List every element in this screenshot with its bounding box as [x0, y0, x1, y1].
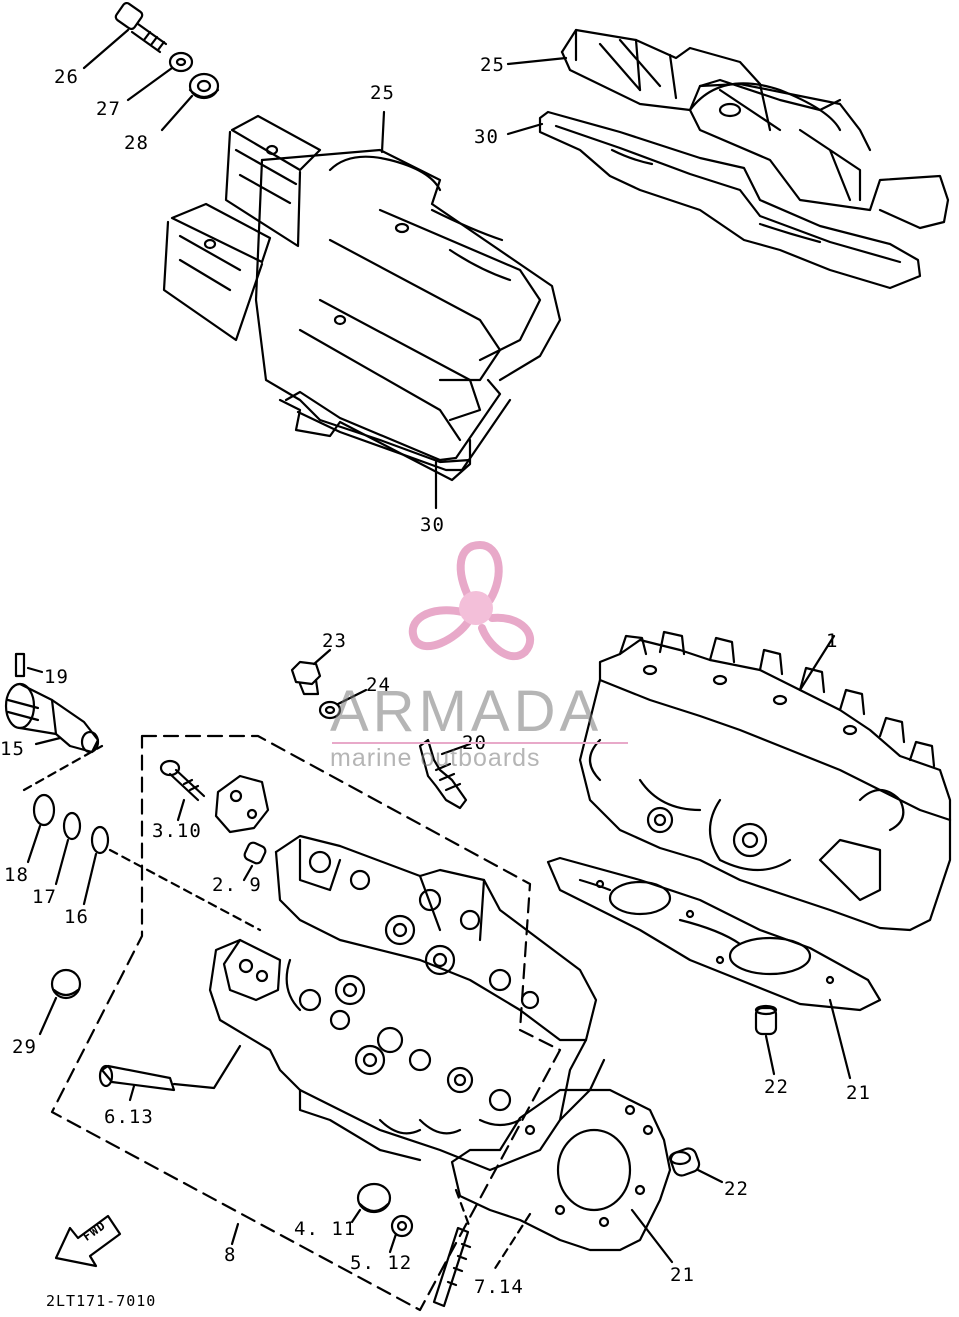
- callout-23: 23: [322, 630, 347, 652]
- forward-arrow-icon: [54, 1214, 122, 1268]
- watermark-tagline: marine outboards: [330, 744, 541, 772]
- bolt-26-icon: [82, 1, 168, 70]
- callout-4-11: 4. 11: [294, 1218, 357, 1240]
- plug-29-icon: [38, 968, 82, 1036]
- cylinder-head-cover-25-right-icon: [506, 28, 950, 230]
- dowel-pin-22-lower-icon: [668, 1147, 724, 1184]
- callout-22-lower: 22: [724, 1178, 749, 1200]
- callout-15: 15: [0, 738, 25, 760]
- callout-17: 17: [32, 886, 57, 908]
- leader-dashes-16: [108, 848, 262, 932]
- washer-27-icon: [126, 51, 194, 102]
- leader-dashes-7: [454, 1188, 532, 1272]
- head-cover-gasket-30-left-icon: [284, 378, 512, 510]
- bolt-3-10-icon: [159, 759, 206, 822]
- washer-5-12-icon: [388, 1214, 414, 1254]
- callout-30-left: 30: [420, 514, 445, 536]
- callout-16: 16: [64, 906, 89, 928]
- callout-26: 26: [54, 66, 79, 88]
- nut-23-icon: [290, 648, 332, 696]
- head-cover-gasket-30-right-icon: [506, 110, 922, 290]
- callout-5-12: 5. 12: [350, 1252, 413, 1274]
- callout-1: 1: [826, 630, 839, 652]
- screw-19-icon: [14, 652, 44, 678]
- leader-dashes-15: [22, 744, 104, 792]
- callout-28: 28: [124, 132, 149, 154]
- callout-25-left: 25: [370, 82, 395, 104]
- callout-6-13: 6.13: [104, 1106, 154, 1128]
- cylinder-head-assembly-8-icon: [208, 834, 606, 1172]
- watermark-divider: [332, 742, 628, 744]
- diagram-code: 2LT171-7010: [46, 1292, 157, 1310]
- callout-21-right: 21: [846, 1082, 871, 1104]
- assembly-8-dashed-outline: [50, 734, 562, 1312]
- cylinder-head-1-icon: [578, 630, 952, 932]
- stud-7-14-icon: [432, 1226, 472, 1308]
- o-ring-18-icon: [26, 793, 56, 864]
- callout-7-14: 7.14: [474, 1276, 524, 1298]
- dowel-pin-22-right-icon: [754, 1004, 778, 1076]
- callout-29: 29: [12, 1036, 37, 1058]
- callout-2-9: 2. 9: [212, 874, 262, 896]
- callout-27: 27: [96, 98, 121, 120]
- spark-plug-20-icon: [418, 738, 472, 810]
- plug-4-11-icon: [350, 1182, 392, 1224]
- watermark-propeller-icon: [408, 541, 535, 661]
- callout-21-lower: 21: [670, 1264, 695, 1286]
- callout-30-right: 30: [474, 126, 499, 148]
- head-gasket-21-lower-icon: [450, 1088, 674, 1264]
- callout-19: 19: [44, 666, 69, 688]
- watermark-name: ARMADA: [330, 679, 603, 744]
- washer-24-icon: [318, 688, 368, 720]
- head-gasket-21-right-icon: [546, 856, 882, 1080]
- callout-18: 18: [4, 864, 29, 886]
- grommet-28-icon: [160, 72, 220, 132]
- valve-guide-6-13-icon: [98, 1044, 242, 1102]
- o-ring-17-icon: [54, 811, 82, 886]
- cap-2-9-icon: [242, 841, 267, 882]
- callout-8: 8: [224, 1244, 237, 1266]
- bracket-icon: [214, 774, 270, 834]
- callout-24: 24: [366, 674, 391, 696]
- leader-8: [230, 1222, 240, 1246]
- o-ring-16-icon: [82, 825, 110, 906]
- cylinder-head-cover-25-left-icon: [162, 110, 562, 482]
- callout-22-right: 22: [764, 1076, 789, 1098]
- callout-3-10: 3.10: [152, 820, 202, 842]
- callout-25-right: 25: [480, 54, 505, 76]
